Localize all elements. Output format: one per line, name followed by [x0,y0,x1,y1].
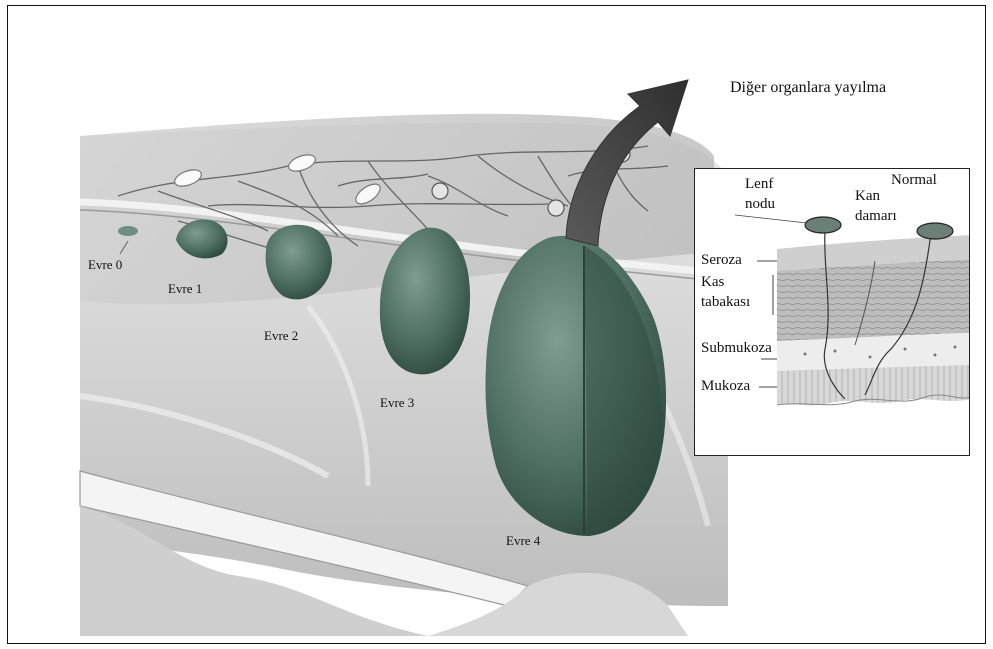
serosa-label: Seroza [701,253,742,269]
blood-vessel-label-line1: Kan [855,189,880,205]
tissue-layers-inset: Lenf nodu Kan damarı Normal Seroza Kas t… [694,168,970,456]
stage-4-label: Evre 4 [506,534,540,547]
tissue-layers-drawing [695,169,970,456]
muscle-label-line1: Kas [701,275,724,291]
stage-1-label: Evre 1 [168,282,202,295]
stage-0-label: Evre 0 [88,258,122,271]
muscle-label-line2: tabakası [701,295,750,311]
inset-lymph-node [805,217,841,233]
lymph-node-label-line2: nodu [745,197,775,213]
inset-lymph-node [917,223,953,239]
spread-label: Diğer organlara yayılma [730,80,886,96]
mucosa-label: Mukoza [701,379,750,395]
stage-2-label: Evre 2 [264,329,298,342]
tumor-stage-0 [118,226,138,236]
blood-vessel-label-line2: damarı [855,209,897,225]
submucosa-label: Submukoza [701,341,772,357]
stage-3-label: Evre 3 [380,396,414,409]
lymph-node-label-line1: Lenf [745,177,773,193]
normal-label: Normal [891,173,937,189]
figure-frame: Diğer organlara yayılma Evre 0 Evre 1 Ev… [7,5,986,644]
